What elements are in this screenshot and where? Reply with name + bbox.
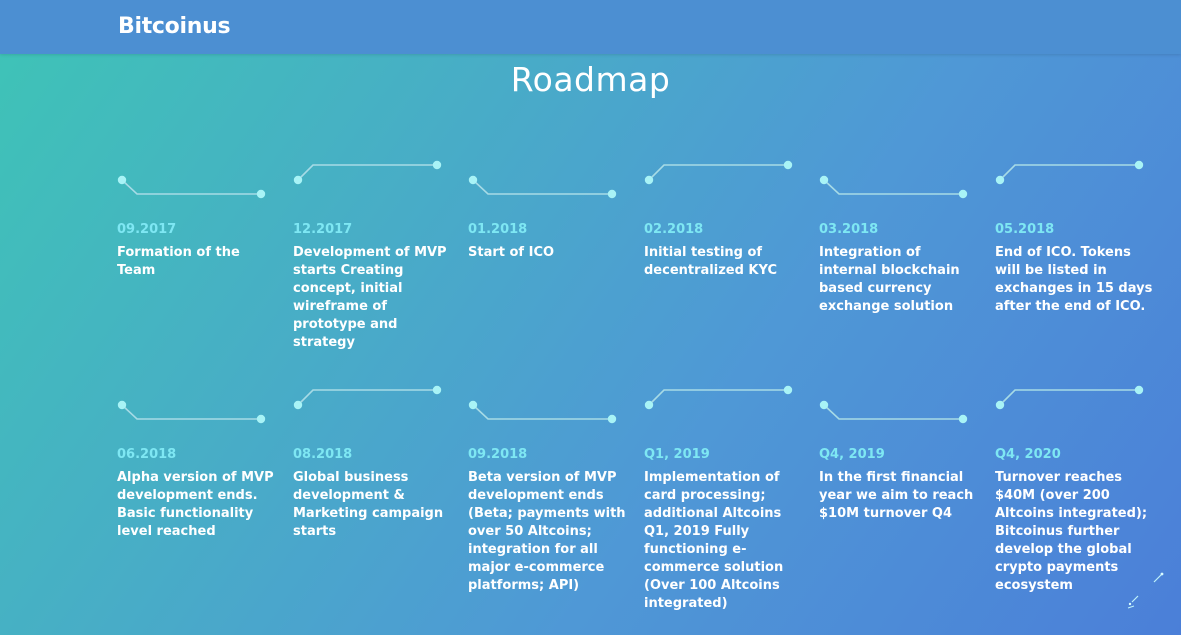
roadmap-date: Q1, 2019 <box>644 447 710 462</box>
roadmap-date: 05.2018 <box>995 222 1055 237</box>
page-title: Roadmap <box>510 60 671 99</box>
roadmap-date: 08.2018 <box>293 447 353 462</box>
roadmap-date: 12.2017 <box>293 222 353 237</box>
roadmap-date: 02.2018 <box>644 222 704 237</box>
roadmap-description: Formation of the Team <box>117 245 240 278</box>
connector-line-icon <box>819 400 968 424</box>
connector-line-icon <box>117 400 266 424</box>
roadmap-date: 09.2017 <box>117 222 177 237</box>
connector-line-icon <box>819 175 968 199</box>
roadmap-description: Development of MVP starts Creating conce… <box>293 245 447 350</box>
connector-line-icon <box>644 385 793 410</box>
top-navigation-bar: Bitcoinus <box>0 0 1181 54</box>
roadmap-description: Beta version of MVP development ends (Be… <box>468 470 626 593</box>
roadmap-description: End of ICO. Tokens will be listed in exc… <box>995 245 1153 314</box>
roadmap-description: Start of ICO <box>468 245 555 260</box>
roadmap-date: 06.2018 <box>117 447 177 462</box>
connector-line-icon <box>644 160 793 185</box>
roadmap-description: Turnover reaches $40M (over 200 Altcoins… <box>995 470 1148 593</box>
roadmap-date: 09.2018 <box>468 447 528 462</box>
roadmap-description: Implementation of card processing; addit… <box>644 470 784 611</box>
roadmap-description: In the first financial year we aim to re… <box>819 470 974 521</box>
bitcoinus-logo[interactable]: Bitcoinus <box>118 14 231 39</box>
roadmap-date: Q4, 2020 <box>995 447 1061 462</box>
roadmap-date: Q4, 2019 <box>819 447 885 462</box>
connector-line-icon <box>468 400 617 424</box>
connector-line-icon <box>293 160 442 185</box>
connector-line-icon <box>995 160 1144 185</box>
roadmap-date: 03.2018 <box>819 222 879 237</box>
connector-line-icon <box>293 385 442 410</box>
connector-line-icon <box>117 175 266 199</box>
roadmap-description: Global business development & Marketing … <box>293 470 444 539</box>
roadmap-description: Integration of internal blockchain based… <box>819 245 960 314</box>
roadmap-description: Initial testing of decentralized KYC <box>644 245 777 278</box>
roadmap-description: Alpha version of MVP development ends. B… <box>117 470 274 539</box>
connector-line-icon <box>468 175 617 199</box>
sparkle-decoration-icon <box>1127 572 1164 609</box>
connector-line-icon <box>995 385 1144 410</box>
roadmap-date: 01.2018 <box>468 222 528 237</box>
